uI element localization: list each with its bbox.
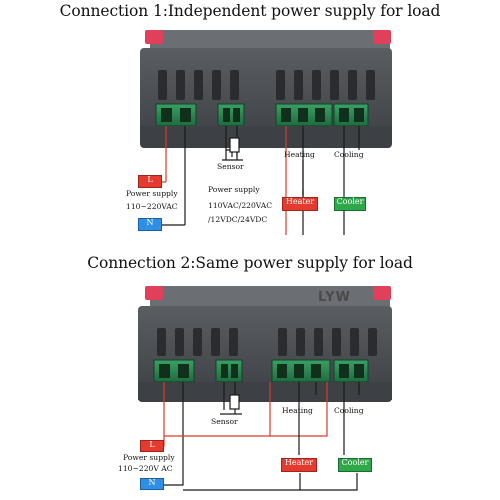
- heater-box-2: Heater: [281, 458, 317, 472]
- controller-2: [138, 286, 392, 402]
- cooler-box-1: Cooler: [334, 197, 366, 211]
- terminal-l-box-2: L: [140, 440, 164, 452]
- cooling-label-1: Cooling: [334, 150, 364, 159]
- heating-label-2: Heating: [282, 406, 313, 415]
- controller-1: [140, 30, 392, 148]
- terminal-l-box-1: L: [138, 175, 162, 188]
- power-supply-voltage-1: 110~220VAC: [126, 202, 178, 211]
- sensor-label-2: Sensor: [211, 417, 238, 426]
- power-supply-voltage-2: 110~220V AC: [118, 464, 173, 473]
- load-power-voltages-1b: /12VDC/24VDC: [208, 215, 268, 224]
- cooling-label-2: Cooling: [334, 406, 364, 415]
- wires-1: [156, 126, 360, 235]
- terminal-n-box-2: N: [140, 478, 164, 490]
- terminal-n-box-1: N: [138, 218, 162, 231]
- connection-1-title: Connection 1:Independent power supply fo…: [59, 2, 441, 20]
- power-supply-label-2: Power supply: [123, 453, 175, 462]
- load-power-label-1: Power supply: [208, 185, 260, 194]
- power-supply-label-1: Power supply: [126, 189, 178, 198]
- heater-box-1: Heater: [282, 197, 318, 211]
- heating-label-1: Heating: [284, 150, 315, 159]
- connection-2-title: Connection 2:Same power supply for load: [87, 254, 413, 272]
- load-power-voltages-1a: 110VAC/220VAC: [208, 201, 273, 210]
- sensor-label-1: Sensor: [217, 162, 244, 171]
- watermark-logo: LYW: [318, 290, 352, 305]
- cooler-box-2: Cooler: [338, 458, 372, 472]
